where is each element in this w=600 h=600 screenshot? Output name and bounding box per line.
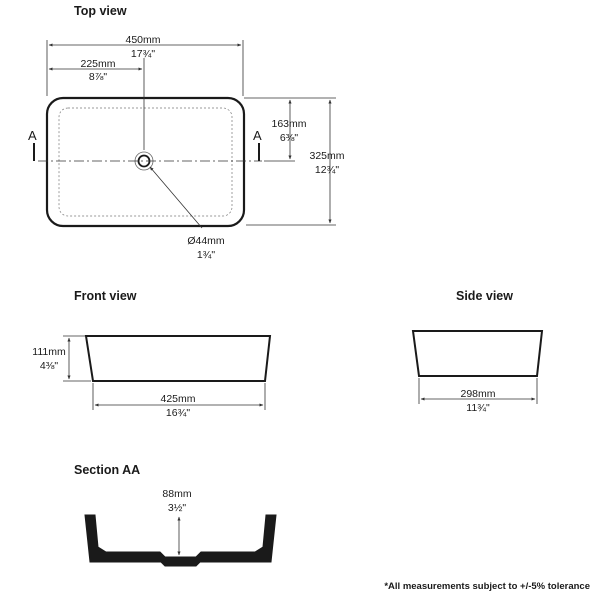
- top-view-heading: Top view: [74, 4, 127, 18]
- front-height-mm: 111mm: [32, 346, 66, 358]
- overall-length-in: 17¾": [131, 48, 155, 60]
- section-aa: 88mm 3½": [84, 488, 277, 567]
- drain-diameter-mm: Ø44mm: [187, 235, 225, 247]
- side-base-width-mm: 298mm: [460, 388, 495, 400]
- half-length-in: 8⅞": [89, 71, 108, 83]
- basin-outline: [45, 96, 246, 228]
- front-base-length-mm: 425mm: [160, 393, 195, 405]
- section-wall-mm: 88mm: [162, 488, 191, 500]
- drain-leader: [149, 166, 203, 229]
- drain-diameter-in: 1¾": [197, 249, 216, 261]
- half-width-in: 6⅜": [280, 132, 299, 144]
- front-view: 111mm 4⅜" 425mm 16¾": [32, 335, 272, 419]
- tolerance-note: *All measurements subject to +/-5% toler…: [384, 581, 590, 592]
- basin-inner-bowl: [58, 107, 233, 217]
- front-height-in: 4⅜": [40, 360, 59, 372]
- front-profile: [84, 335, 272, 382]
- overall-width-mm: 325mm: [309, 150, 344, 162]
- side-profile: [411, 330, 544, 377]
- front-view-heading: Front view: [74, 289, 137, 303]
- section-marker-right: A: [253, 128, 262, 143]
- front-base-length-in: 16¾": [166, 407, 190, 419]
- half-width-mm: 163mm: [271, 118, 306, 130]
- section-wall: [84, 514, 277, 567]
- section-aa-heading: Section AA: [74, 463, 140, 477]
- overall-length-mm: 450mm: [125, 34, 160, 46]
- overall-width-in: 12¾": [315, 164, 339, 176]
- half-length-mm: 225mm: [80, 58, 115, 70]
- section-wall-in: 3½": [168, 502, 187, 514]
- side-view: 298mm 11¾": [411, 330, 544, 414]
- side-base-width-in: 11¾": [466, 402, 490, 414]
- section-marker-left: A: [28, 128, 37, 143]
- side-view-heading: Side view: [456, 289, 513, 303]
- top-view: A A 450mm 17¾" 225mm 8⅞" 163mm 6⅜" 325mm…: [28, 34, 345, 261]
